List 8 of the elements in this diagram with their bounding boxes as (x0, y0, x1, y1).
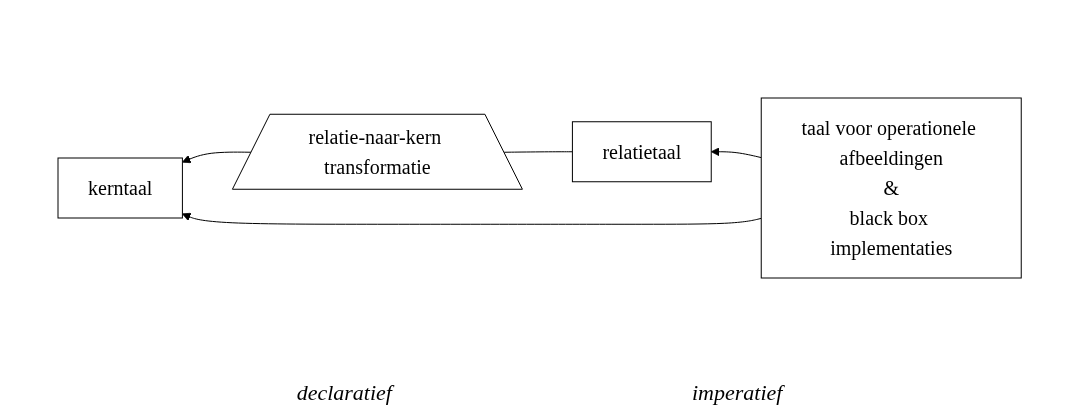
node-box: taal voor operationele afbeeldingen & black box implementaties (760, 97, 1022, 279)
node-box: kerntaal (57, 157, 183, 219)
arrow (181, 151, 253, 164)
arrow (181, 212, 762, 225)
column-caption: imperatief (691, 380, 783, 406)
node-box: relatietaal (571, 121, 712, 183)
arrow (710, 147, 762, 159)
connector (503, 151, 573, 153)
